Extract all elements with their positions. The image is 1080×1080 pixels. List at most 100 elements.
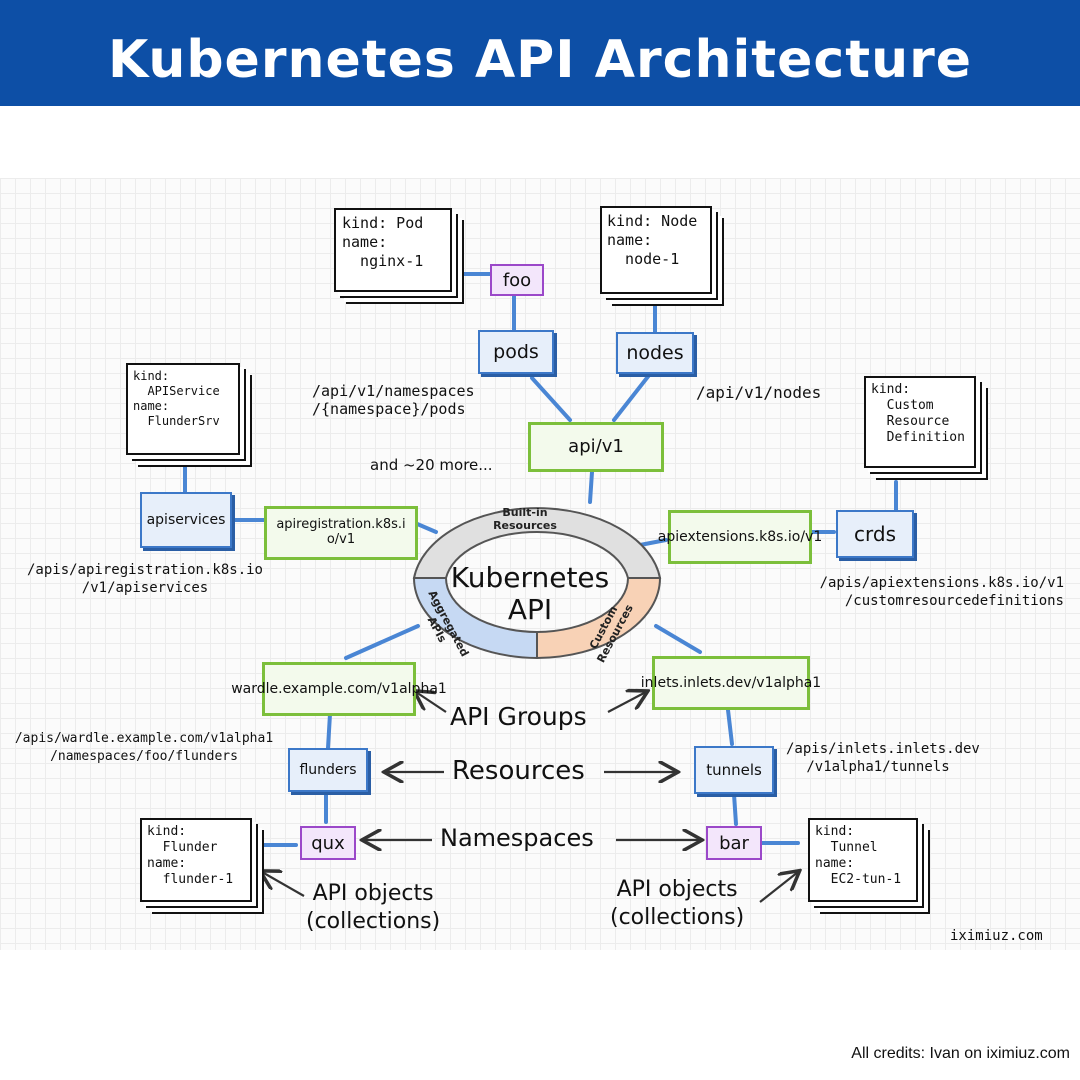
arrow-objects-right — [759, 872, 798, 903]
apiservice-card-line: kind: — [133, 369, 170, 383]
apiservice-card-line: FlunderSrv — [133, 414, 220, 428]
node-object-card: kind: Node name: node-1 — [600, 206, 712, 294]
flunders-resource-box[interactable]: flunders — [288, 748, 368, 792]
path-line: /apis/wardle.example.com/v1alpha1 — [14, 731, 274, 746]
apiservices-resource-box[interactable]: apiservices — [140, 492, 232, 548]
pod-card-line: nginx-1 — [342, 252, 424, 270]
ring-custom-segment — [536, 577, 662, 660]
apiv1-label: api/v1 — [568, 435, 624, 457]
connector-wardle-flunders — [326, 712, 332, 750]
apiextensions-label: apiextensions.k8s.io/v1 — [657, 528, 823, 545]
connector-pods-apiv1 — [530, 376, 572, 422]
connector-inlets-core — [654, 624, 702, 654]
tunnels-label: tunnels — [706, 761, 762, 779]
crd-card-line: Resource — [871, 414, 950, 429]
crd-card-line: Custom — [871, 398, 934, 413]
inlets-group-box[interactable]: inlets.inlets.dev/v1alpha1 — [641, 656, 821, 710]
pods-label: pods — [493, 341, 539, 363]
namespace-qux-tag[interactable]: qux — [300, 826, 356, 860]
path-line: /api/v1/nodes — [696, 383, 822, 402]
connector-nodes-apiv1 — [612, 372, 652, 422]
connector-tunnels-bar — [732, 792, 738, 826]
more-groups-note: and ~20 more... — [370, 456, 493, 474]
api-groups-label: API Groups — [450, 702, 587, 731]
tunnel-card-line: EC2-tun-1 — [815, 872, 902, 887]
kubernetes-api-title: Kubernetes API — [440, 562, 620, 626]
connector-apiextensions-core — [638, 538, 668, 547]
tunnel-card-line: name: — [815, 856, 855, 871]
path-line: /apis/inlets.inlets.dev — [786, 741, 980, 757]
api-objects-left-label: API objects (collections) — [306, 880, 440, 936]
pods-resource-box[interactable]: pods — [478, 330, 554, 374]
flunder-card-line: name: — [147, 856, 187, 871]
apiextensions-group-box[interactable]: apiextensions.k8s.io/v1 — [658, 510, 822, 564]
resources-label: Resources — [452, 756, 585, 786]
connector-apiv1-core — [588, 470, 594, 504]
node-card-line: name: — [607, 231, 653, 249]
qux-label: qux — [311, 832, 345, 854]
nodes-label: nodes — [626, 342, 684, 364]
page-title: Kubernetes API Architecture — [107, 30, 973, 90]
connector-inlets-tunnels — [726, 708, 734, 746]
crd-card-line: Definition — [871, 430, 965, 445]
arrow-groups-left — [416, 692, 447, 713]
path-line: /v1alpha1/tunnels — [806, 759, 950, 775]
ring-builtin-segment — [412, 507, 662, 579]
nodes-path-label: /api/v1/nodes — [696, 384, 821, 402]
tunnels-path-label: /apis/inlets.inlets.dev /v1alpha1/tunnel… — [786, 740, 980, 776]
apiregistration-group-box[interactable]: apiregistration.k8s.io/v1 — [264, 506, 418, 560]
center-line-2: API — [507, 593, 553, 626]
path-line: /namespaces/foo/flunders — [50, 749, 238, 764]
apiservices-path-label: /apis/apiregistration.k8s.io /v1/apiserv… — [18, 561, 272, 597]
arrow-groups-right — [607, 692, 646, 713]
path-line: /{namespace}/pods — [312, 400, 466, 418]
namespace-foo-tag[interactable]: foo — [490, 264, 544, 296]
nodes-resource-box[interactable]: nodes — [616, 332, 694, 374]
bar-label: bar — [719, 832, 749, 854]
api-objects-line: (collections) — [610, 905, 745, 930]
namespace-bar-tag[interactable]: bar — [706, 826, 762, 860]
api-objects-line: API objects — [312, 881, 434, 906]
path-line: /customresourcedefinitions — [844, 593, 1064, 609]
namespaces-label: Namespaces — [440, 824, 594, 852]
path-line: /api/v1/namespaces — [312, 382, 475, 400]
path-line: /apis/apiregistration.k8s.io — [26, 562, 263, 578]
tunnels-resource-box[interactable]: tunnels — [694, 746, 774, 794]
node-card-line: kind: Node — [607, 212, 698, 230]
crds-label: crds — [854, 522, 896, 546]
pod-object-card: kind: Pod name: nginx-1 — [334, 208, 452, 292]
path-line: /apis/apiextensions.k8s.io/v1 — [819, 575, 1064, 591]
crds-resource-box[interactable]: crds — [836, 510, 914, 558]
tunnel-object-card: kind: Tunnel name: EC2-tun-1 — [808, 818, 918, 902]
pod-card-line: kind: Pod — [342, 214, 424, 232]
apiservice-card-line: APIService — [133, 384, 220, 398]
credits-text: All credits: Ivan on iximiuz.com — [851, 1045, 1070, 1062]
flunder-object-card: kind: Flunder name: flunder-1 — [140, 818, 252, 902]
title-banner: Kubernetes API Architecture — [0, 0, 1080, 106]
flunder-card-line: Flunder — [147, 840, 218, 855]
connector-wardle-core — [344, 624, 420, 660]
apiservices-label: apiservices — [146, 512, 226, 528]
flunders-path-label: /apis/wardle.example.com/v1alpha1 /names… — [10, 730, 278, 766]
api-objects-line: (collections) — [306, 909, 441, 934]
pod-card-line: name: — [342, 233, 388, 251]
apiservice-object-card: kind: APIService name: FlunderSrv — [126, 363, 240, 455]
api-v1-group-box[interactable]: api/v1 — [528, 422, 664, 472]
flunder-card-line: kind: — [147, 824, 187, 839]
crds-path-label: /apis/apiextensions.k8s.io/v1 /customres… — [802, 574, 1064, 610]
tunnel-card-line: kind: — [815, 824, 855, 839]
kubernetes-api-ring — [412, 507, 662, 660]
wardle-label: wardle.example.com/v1alpha1 — [231, 680, 447, 697]
wardle-group-box[interactable]: wardle.example.com/v1alpha1 — [231, 662, 447, 716]
site-watermark: iximiuz.com — [950, 928, 1043, 944]
pods-path-label: /api/v1/namespaces /{namespace}/pods — [312, 382, 475, 418]
apiservice-card-line: name: — [133, 399, 170, 413]
path-line: /v1/apiservices — [81, 580, 209, 596]
flunders-label: flunders — [299, 762, 357, 778]
foo-label: foo — [502, 269, 532, 291]
tunnel-card-line: Tunnel — [815, 840, 878, 855]
inlets-label: inlets.inlets.dev/v1alpha1 — [640, 674, 822, 691]
apiregistration-label: apiregistration.k8s.io/v1 — [276, 517, 406, 547]
center-line-1: Kubernetes — [450, 561, 610, 594]
